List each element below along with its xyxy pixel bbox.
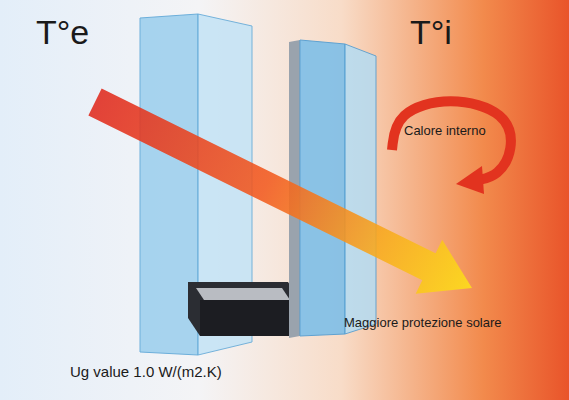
inner-glass-side [345, 44, 376, 334]
spacer [188, 282, 300, 336]
spacer-face [200, 300, 300, 336]
heat-arrowhead [456, 166, 484, 194]
inner-glass-front [300, 40, 345, 336]
solar-label: Maggiore protezione solare [344, 316, 502, 330]
heat-label: Calore interno [404, 124, 486, 138]
u-value: Ug value 1.0 W/(m2.K) [70, 364, 222, 381]
spacer-strip [196, 288, 290, 300]
interior-temperature: T°i [410, 14, 452, 51]
heat-arrow [392, 101, 511, 180]
exterior-temperature: T°e [36, 14, 89, 51]
solar-arrow [88, 89, 472, 294]
